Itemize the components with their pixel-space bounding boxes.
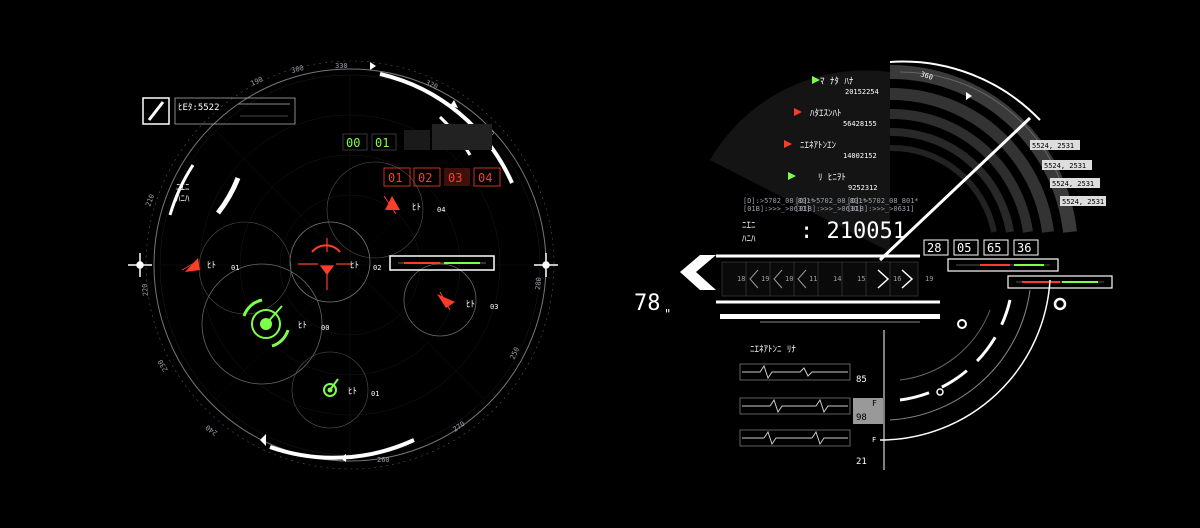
arc-tag-1: 5524, 2531 bbox=[1044, 162, 1086, 170]
svg-text:[D]:>5702_08_801*: [D]:>5702_08_801* bbox=[795, 197, 867, 205]
counter-3: 36 bbox=[1017, 241, 1031, 255]
target-green-00-id: 00 bbox=[321, 324, 329, 332]
menu-item-3-label: ﾘ ﾋﾆｦﾄ bbox=[818, 172, 846, 183]
red-slot-3: 04 bbox=[478, 171, 492, 185]
counter-0: 28 bbox=[927, 241, 941, 255]
waveform-rows bbox=[739, 363, 851, 447]
svg-text:[01B]:>>>_>0631]: [01B]:>>>_>0631] bbox=[795, 205, 862, 213]
counter-2: 65 bbox=[987, 241, 1001, 255]
compass-300: 300 bbox=[290, 64, 304, 75]
menu-item-0-code: 20152254 bbox=[845, 88, 879, 96]
svg-text:19: 19 bbox=[761, 275, 769, 283]
big-unit: " bbox=[664, 307, 671, 321]
target-red-03-id: 03 bbox=[490, 303, 498, 311]
arc-label: 360 bbox=[919, 70, 934, 82]
red-slot-0: 01 bbox=[388, 171, 402, 185]
arc-tag-3: 5524, 2531 bbox=[1062, 198, 1104, 206]
svg-text:[01B]:>>>_>0631]: [01B]:>>>_>0631] bbox=[847, 205, 914, 213]
compass-220: 220 bbox=[141, 283, 150, 296]
arc-tag-2: 5524, 2531 bbox=[1052, 180, 1094, 188]
radar-glyph-block: ﾆｴﾆﾊﾆﾊ bbox=[176, 183, 190, 205]
svg-text:[D]:>5702_08_801*: [D]:>5702_08_801* bbox=[743, 197, 815, 205]
fan-arcs bbox=[710, 60, 1077, 253]
svg-text:10: 10 bbox=[785, 275, 793, 283]
green-slot-1: 01 bbox=[375, 136, 389, 150]
compass-260: 260 bbox=[377, 456, 390, 464]
crosshair-left-icon bbox=[128, 253, 152, 277]
menu-item-1-code: 56428155 bbox=[843, 120, 877, 128]
chevron-slider: 18 19 10 11 14 15 16 19 bbox=[680, 254, 940, 304]
target-red-04-label: ﾋﾄ bbox=[412, 202, 421, 213]
svg-text:16: 16 bbox=[893, 275, 901, 283]
small-codes: [D]:>5702_08_801* [D]:>5702_08_801* [D]:… bbox=[743, 197, 919, 213]
menu-item-0[interactable]: ﾏ ﾅﾀ ﾊﾅ 20152254 bbox=[812, 76, 879, 96]
arc-tags: 5524, 2531 5524, 2531 5524, 2531 5524, 2… bbox=[1030, 140, 1106, 206]
fan-needle bbox=[878, 116, 1032, 262]
wave-value-0: 85 bbox=[856, 375, 867, 385]
menu-item-3-code: 9252312 bbox=[848, 184, 878, 192]
wave-value-1: 98 bbox=[856, 413, 867, 423]
counters: 28 05 65 36 bbox=[923, 239, 1039, 256]
wave-value-2: 21 bbox=[856, 457, 867, 467]
target-red-03-icon bbox=[437, 291, 455, 311]
red-slot-2: 03 bbox=[448, 171, 462, 185]
counter-1: 05 bbox=[957, 241, 971, 255]
menu-item-1[interactable]: ﾊﾀｴｽﾝﾊﾄ 56428155 bbox=[794, 108, 877, 128]
wave-f: F bbox=[872, 399, 877, 408]
target-red-02-label: ﾋﾄ bbox=[350, 260, 359, 271]
radar-header-code: ﾋEﾀ:5522 bbox=[178, 102, 220, 113]
main-value: : 210051 bbox=[800, 219, 906, 244]
menu-item-2-code: 14002152 bbox=[843, 152, 877, 160]
red-slot-1: 02 bbox=[418, 171, 432, 185]
menu-item-2-label: ﾆｴﾈｱﾄﾝｴﾝ bbox=[800, 140, 837, 151]
menu-item-0-label: ﾏ ﾅﾀ ﾊﾅ bbox=[820, 76, 854, 87]
svg-text:15: 15 bbox=[857, 275, 865, 283]
green-slot-boxes: 00 01 bbox=[342, 133, 397, 151]
svg-text:19: 19 bbox=[925, 275, 933, 283]
menu-item-1-label: ﾊﾀｴｽﾝﾊﾄ bbox=[810, 108, 842, 119]
arc-tag-0: 5524, 2531 bbox=[1032, 142, 1074, 150]
target-red-01-id: 01 bbox=[231, 264, 239, 272]
radar-header-icon-box bbox=[142, 97, 170, 125]
target-green-01-icon bbox=[323, 378, 339, 397]
target-red-02-icon bbox=[298, 238, 352, 290]
svg-text:[D]:>5702_08_801*: [D]:>5702_08_801* bbox=[847, 197, 919, 205]
target-red-03-label: ﾋﾄ bbox=[466, 299, 475, 310]
menu-item-2[interactable]: ﾆｴﾈｱﾄﾝｴﾝ 14002152 bbox=[784, 140, 877, 160]
svg-text:[01B]:>>>_>0631]: [01B]:>>>_>0631] bbox=[743, 205, 810, 213]
wave-title: ﾆｴﾈｱﾄﾝﾆ ﾘﾅ bbox=[750, 344, 796, 355]
crosshair-right-icon bbox=[534, 253, 558, 277]
radar-arc-top bbox=[379, 72, 514, 184]
svg-text:14: 14 bbox=[833, 275, 841, 283]
menu-item-3[interactable]: ﾘ ﾋﾆｦﾄ 9252312 bbox=[788, 172, 878, 192]
svg-text:11: 11 bbox=[809, 275, 817, 283]
radar-range-bar bbox=[389, 255, 495, 271]
target-red-01-icon bbox=[181, 258, 200, 272]
target-red-04-id: 04 bbox=[437, 206, 445, 214]
target-red-04-icon bbox=[383, 195, 400, 215]
signal-bars bbox=[947, 258, 1113, 289]
svg-text:18: 18 bbox=[737, 275, 745, 283]
red-slot-boxes: 01 02 03 04 bbox=[383, 167, 501, 187]
target-green-00-icon bbox=[242, 298, 290, 348]
target-red-02-id: 02 bbox=[373, 264, 381, 272]
compass-210: 210 bbox=[144, 193, 156, 208]
menu-list: ﾏ ﾅﾀ ﾊﾅ 20152254 ﾊﾀｴｽﾝﾊﾄ 56428155 ﾆｴﾈｱﾄﾝ… bbox=[784, 76, 879, 192]
target-red-01-label: ﾋﾄ bbox=[207, 260, 216, 271]
target-green-01-id: 01 bbox=[371, 390, 379, 398]
main-label: ﾆｴﾆﾊﾆﾊ bbox=[742, 221, 756, 245]
compass-280: 280 bbox=[534, 277, 543, 290]
radar-header-panel bbox=[174, 97, 296, 125]
svg-text:F: F bbox=[872, 436, 876, 444]
big-number: 78 bbox=[634, 291, 661, 316]
compass-330: 330 bbox=[335, 62, 348, 70]
green-slot-0: 00 bbox=[346, 136, 360, 150]
target-green-00-label: ﾋﾄ bbox=[298, 320, 307, 331]
target-green-01-label: ﾋﾄ bbox=[348, 386, 357, 397]
